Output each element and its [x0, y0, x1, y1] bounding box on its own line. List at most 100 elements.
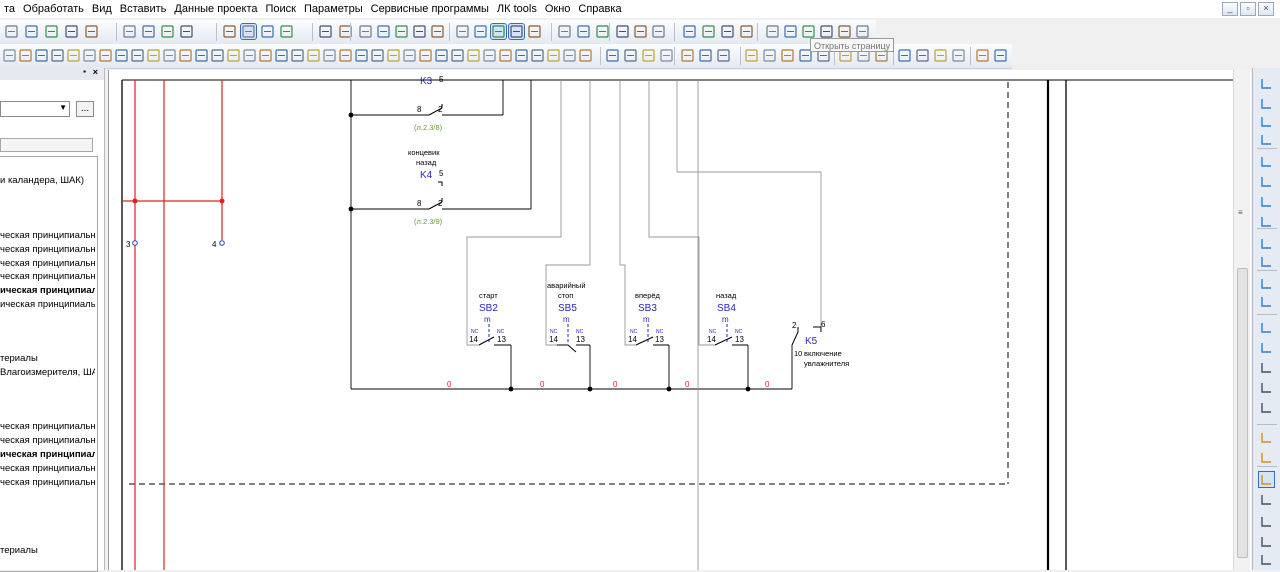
tree-item[interactable]: ческая принципиальн [0, 421, 95, 432]
toolbar-tool-icon[interactable] [801, 24, 816, 39]
toolbar-tool-icon[interactable] [240, 23, 257, 40]
toolbar-tool-icon[interactable] [530, 48, 545, 63]
menu-item-window[interactable]: Окно [544, 3, 571, 15]
connection-symbol-icon[interactable] [1259, 154, 1274, 169]
page-filter-field[interactable] [0, 138, 93, 152]
toolbar-tool-icon[interactable] [4, 24, 19, 39]
toolbar-tool-icon[interactable] [450, 48, 465, 63]
toolbar-tool-icon[interactable] [322, 48, 337, 63]
menu-item-help[interactable]: Справка [578, 3, 622, 15]
browse-button[interactable]: ... [76, 101, 94, 117]
toolbar-tool-icon[interactable] [527, 24, 542, 39]
toolbar-tool-icon[interactable] [682, 24, 697, 39]
toolbar-tool-icon[interactable] [455, 24, 470, 39]
toolbar-tool-icon[interactable] [651, 24, 666, 39]
tree-item[interactable]: ческая принципиальн [0, 271, 95, 282]
menu-item-search[interactable]: Поиск [265, 3, 296, 15]
connection-symbol-icon[interactable] [1259, 380, 1274, 395]
toolbar-tool-icon[interactable] [716, 48, 731, 63]
toolbar-tool-icon[interactable] [659, 48, 674, 63]
menu-item-process[interactable]: Обработать [23, 3, 84, 15]
toolbar-tool-icon[interactable] [18, 48, 33, 63]
toolbar-tool-icon[interactable] [578, 48, 593, 63]
connection-symbol-icon[interactable] [1259, 132, 1274, 147]
toolbar-tool-icon[interactable] [290, 48, 305, 63]
toolbar-tool-icon[interactable] [915, 48, 930, 63]
toolbar-tool-icon[interactable] [162, 48, 177, 63]
chevron-down-icon[interactable]: ▼ [59, 103, 67, 112]
menu-item-project-data[interactable]: Данные проекта [174, 3, 258, 15]
connection-symbol-icon[interactable] [1259, 360, 1274, 375]
toolbar-tool-icon[interactable] [562, 48, 577, 63]
tree-item[interactable]: ческая принципиальн [0, 230, 95, 241]
toolbar-tool-icon[interactable] [146, 48, 161, 63]
toolbar-tool-icon[interactable] [739, 24, 754, 39]
toolbar-tool-icon[interactable] [623, 48, 638, 63]
connection-symbol-icon[interactable] [1259, 430, 1274, 445]
connection-symbol-icon[interactable] [1259, 320, 1274, 335]
toolbar-tool-icon[interactable] [641, 48, 656, 63]
connection-symbol-icon[interactable] [1259, 552, 1274, 567]
toolbar-tool-icon[interactable] [386, 48, 401, 63]
toolbar-tool-icon[interactable] [837, 24, 852, 39]
toolbar-tool-icon[interactable] [130, 48, 145, 63]
connection-symbol-icon[interactable] [1259, 76, 1274, 91]
scroll-grip-icon[interactable]: ≡ [1238, 208, 1243, 217]
toolbar-tool-icon[interactable] [744, 48, 759, 63]
toolbar-tool-icon[interactable] [975, 48, 990, 63]
toolbar-tool-icon[interactable] [394, 24, 409, 39]
toolbar-tool-icon[interactable] [2, 48, 17, 63]
toolbar-tool-icon[interactable] [557, 24, 572, 39]
toolbar-tool-icon[interactable] [546, 48, 561, 63]
tree-item[interactable]: Влагоизмерителя, ШАК [0, 367, 95, 378]
menu-item-view[interactable]: Вид [91, 3, 112, 15]
toolbar-tool-icon[interactable] [98, 48, 113, 63]
connection-symbol-icon[interactable] [1259, 514, 1274, 529]
tree-item[interactable]: и каландера, ШАК) [0, 175, 85, 186]
menu-item-insert[interactable]: Вставить [119, 3, 167, 15]
toolbar-tool-icon[interactable] [318, 24, 333, 39]
connection-symbol-icon[interactable] [1259, 214, 1274, 229]
connection-symbol-icon[interactable] [1259, 294, 1274, 309]
toolbar-tool-icon[interactable] [720, 24, 735, 39]
toolbar-tool-icon[interactable] [358, 24, 373, 39]
toolbar-tool-icon[interactable] [222, 24, 237, 39]
toolbar-tool-icon[interactable] [306, 48, 321, 63]
connection-symbol-icon[interactable] [1259, 492, 1274, 507]
connection-symbol-icon[interactable] [1259, 114, 1274, 129]
toolbar-tool-icon[interactable] [141, 24, 156, 39]
toolbar-tool-icon[interactable] [576, 24, 591, 39]
minimize-icon[interactable]: _ [1222, 2, 1238, 16]
connection-symbol-icon[interactable] [1259, 254, 1274, 269]
toolbar-tool-icon[interactable] [680, 48, 695, 63]
menu-item-utilities[interactable]: Сервисные программы [370, 3, 489, 15]
toolbar-tool-icon[interactable] [64, 24, 79, 39]
toolbar-tool-icon[interactable] [178, 48, 193, 63]
drawing-canvas[interactable]: 3 4 K3 5 8 2 (л.2.3/8) конце [108, 70, 1251, 570]
toolbar-tool-icon[interactable] [482, 48, 497, 63]
toolbar-tool-icon[interactable] [84, 24, 99, 39]
tree-item[interactable]: териалы [0, 545, 38, 556]
toolbar-tool-icon[interactable] [595, 24, 610, 39]
menu-item-project[interactable]: та [4, 3, 16, 15]
menu-item-lk-tools[interactable]: ЛК tools [496, 3, 537, 15]
toolbar-tool-icon[interactable] [430, 24, 445, 39]
tree-item[interactable]: ческая принципиальн [0, 435, 95, 446]
menu-item-options[interactable]: Параметры [303, 3, 363, 15]
toolbar-tool-icon[interactable] [338, 24, 353, 39]
toolbar-tool-icon[interactable] [274, 48, 289, 63]
toolbar-tool-icon[interactable] [370, 48, 385, 63]
toolbar-tool-icon[interactable] [698, 48, 713, 63]
toolbar-tool-icon[interactable] [179, 24, 194, 39]
toolbar-tool-icon[interactable] [798, 48, 813, 63]
tree-item[interactable]: ческая принципиальн [0, 477, 95, 488]
toolbar-tool-icon[interactable] [412, 24, 427, 39]
pin-icon[interactable]: ▪ [83, 67, 86, 76]
toolbar-tool-icon[interactable] [434, 48, 449, 63]
toolbar-tool-icon[interactable] [50, 48, 65, 63]
toolbar-tool-icon[interactable] [615, 24, 630, 39]
close-icon[interactable]: × [1258, 2, 1274, 16]
toolbar-tool-icon[interactable] [418, 48, 433, 63]
tree-item-selected[interactable]: ическая принципиал [0, 285, 95, 296]
toolbar-tool-icon[interactable] [122, 24, 137, 39]
